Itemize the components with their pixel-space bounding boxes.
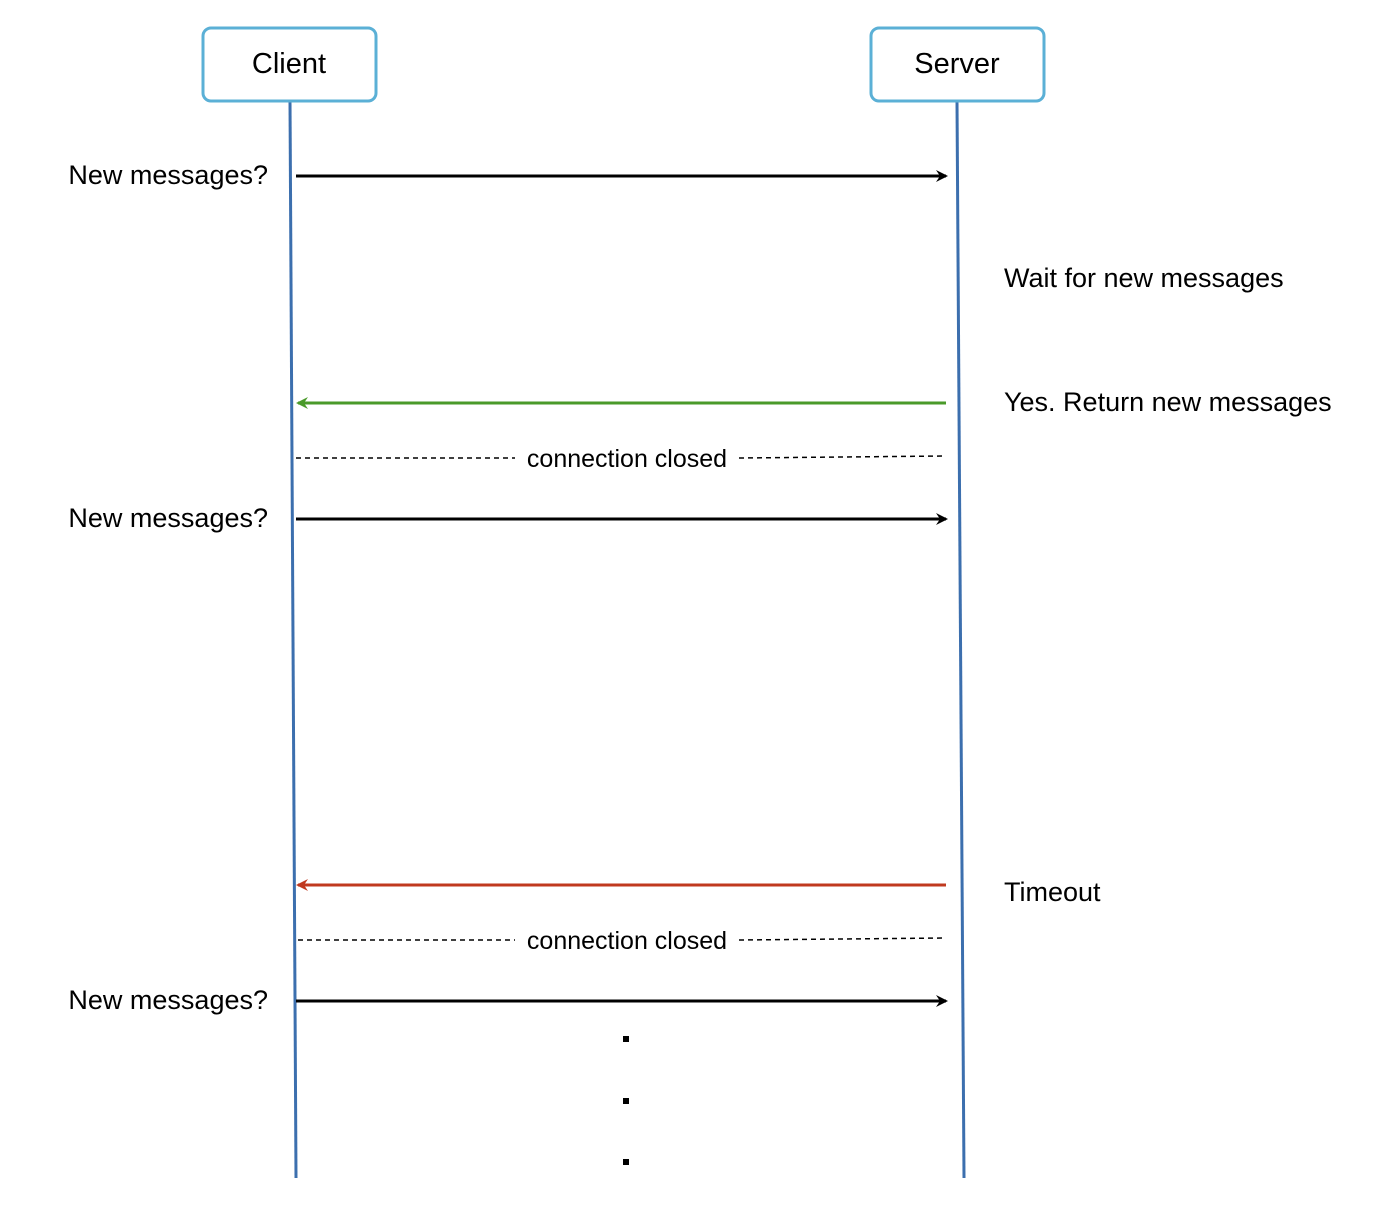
continuation-dots: [623, 1036, 629, 1165]
server-participant: Server: [869, 26, 1046, 103]
connection-closed-1-line-right: [738, 455, 947, 459]
request-1-label: New messages?: [68, 160, 268, 190]
continuation-dot-2: [623, 1098, 629, 1104]
request-2-label: New messages?: [68, 503, 268, 533]
request-3-label: New messages?: [68, 985, 268, 1015]
client-participant: Client: [201, 26, 378, 103]
client-lifeline: [288, 100, 298, 1179]
continuation-dot-3: [623, 1159, 629, 1165]
continuation-dot-1: [623, 1036, 629, 1042]
server-label: Server: [914, 48, 1000, 80]
connection-closed-1-label: connection closed: [527, 445, 727, 473]
connection-closed-2-label: connection closed: [527, 927, 727, 955]
connection-closed-2-line-right: [738, 937, 947, 941]
client-box: [201, 26, 378, 103]
server-lifeline: [955, 100, 966, 1179]
server-box: [869, 26, 1046, 103]
wait-note: Wait for new messages: [1004, 263, 1284, 293]
success-response-label: Yes. Return new messages: [1004, 387, 1332, 417]
client-label: Client: [252, 48, 326, 80]
timeout-label: Timeout: [1004, 877, 1101, 907]
